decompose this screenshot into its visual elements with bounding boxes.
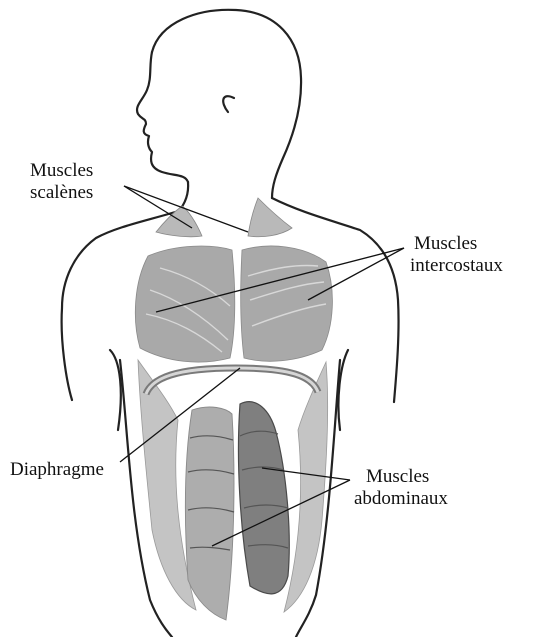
face-profile — [137, 52, 188, 182]
chest-right — [241, 246, 333, 361]
intercostal-muscles — [135, 246, 332, 362]
label-muscles-scalenes: Muscles scalènes — [30, 160, 93, 204]
label-scalenes-line1: Muscles — [30, 160, 93, 182]
label-muscles-intercostaux: Muscles intercostaux — [410, 233, 503, 277]
label-scalenes-line2: scalènes — [30, 182, 93, 204]
label-intercostaux-line2: intercostaux — [410, 255, 503, 277]
label-diaphragme: Diaphragme — [10, 459, 104, 481]
ear — [223, 96, 234, 112]
label-diaphragme-line1: Diaphragme — [10, 459, 104, 481]
abdominal-muscles — [185, 402, 289, 620]
label-abdominaux-line2: abdominaux — [354, 488, 448, 510]
rectus-left — [185, 407, 234, 620]
label-intercostaux-line1: Muscles — [410, 233, 503, 255]
oblique-right — [284, 362, 328, 612]
scalene-muscles — [156, 198, 292, 237]
head-outline — [152, 10, 301, 198]
label-abdominaux-line1: Muscles — [354, 466, 448, 488]
label-muscles-abdominaux: Muscles abdominaux — [354, 466, 448, 510]
